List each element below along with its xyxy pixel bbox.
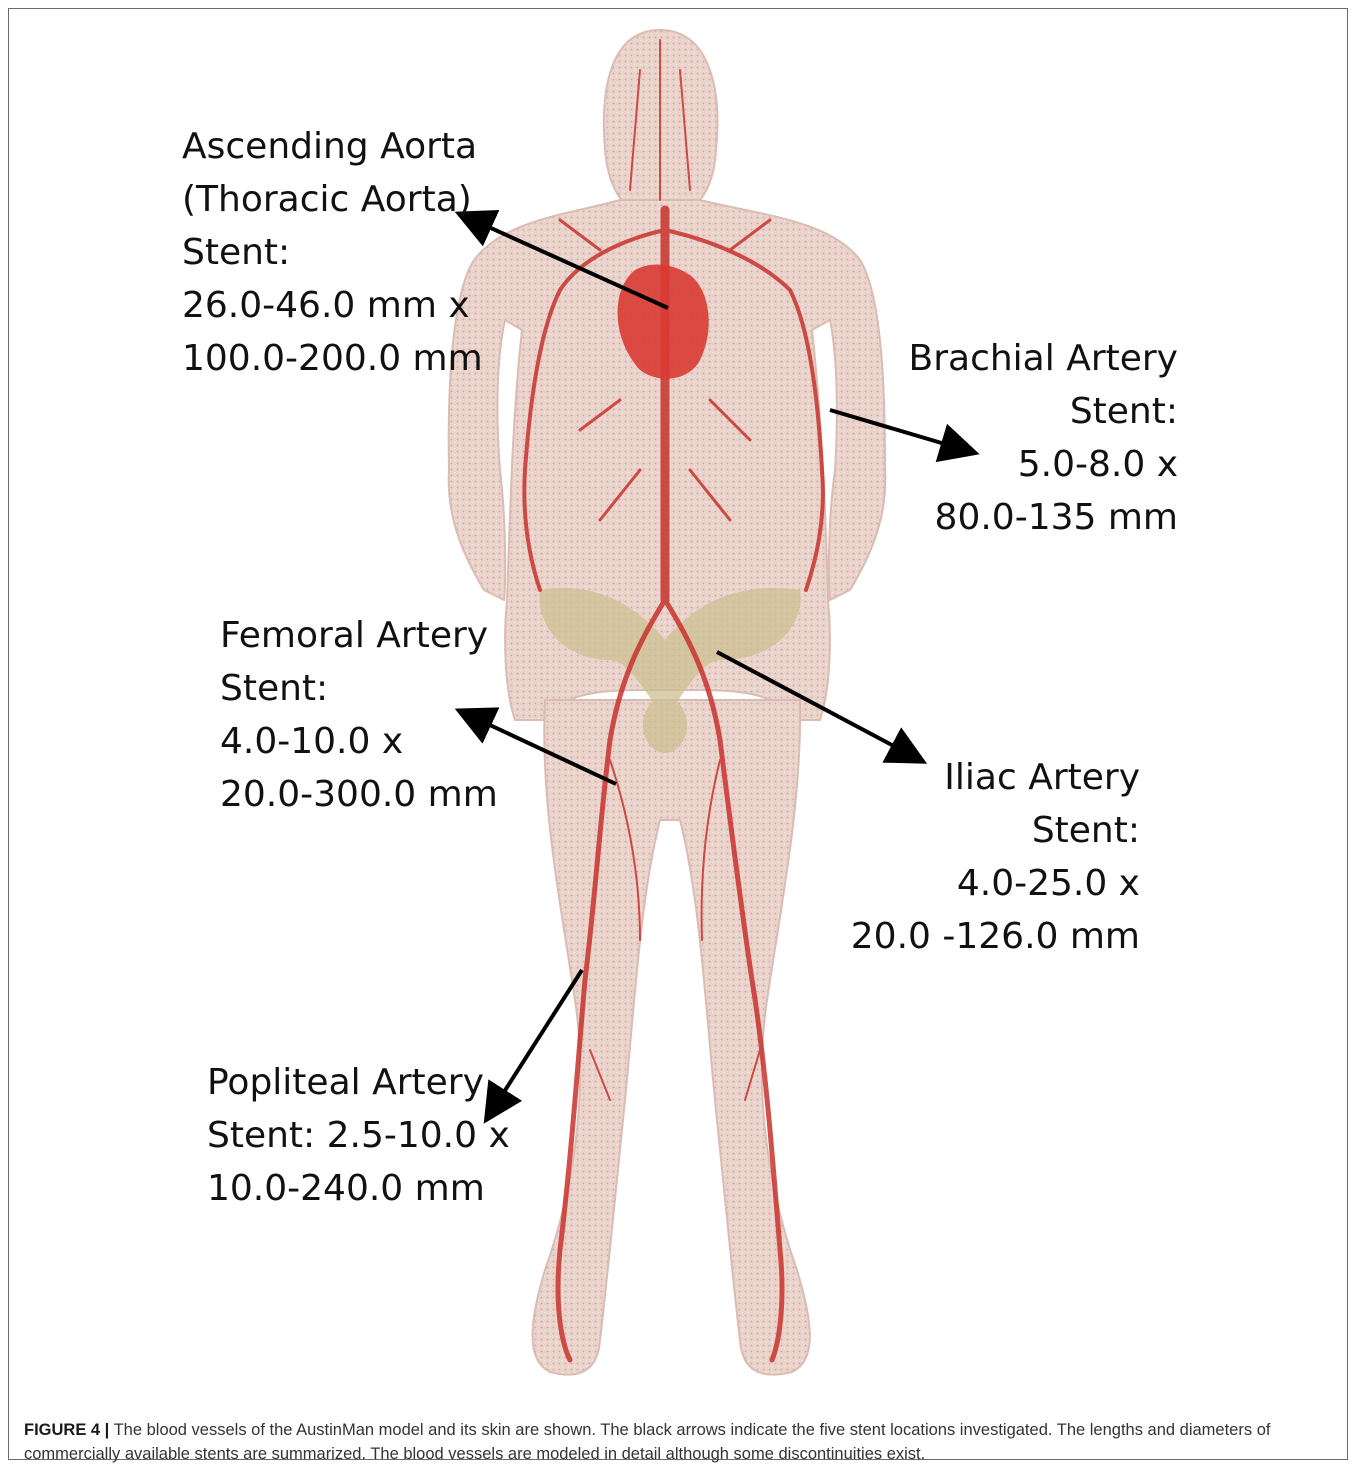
label-line: Brachial Artery — [909, 332, 1178, 385]
label-line: (Thoracic Aorta) — [182, 173, 483, 226]
label-line: Stent: — [182, 226, 483, 279]
label-line: 4.0-25.0 x — [851, 857, 1140, 910]
label-line: Stent: 2.5-10.0 x — [207, 1109, 510, 1162]
label-line: 100.0-200.0 mm — [182, 332, 483, 385]
caption-label: FIGURE 4 | — [24, 1421, 109, 1439]
label-line: 20.0 -126.0 mm — [851, 910, 1140, 963]
label-line: Popliteal Artery — [207, 1056, 510, 1109]
label-line: 20.0-300.0 mm — [220, 768, 498, 821]
label-line: 10.0-240.0 mm — [207, 1162, 510, 1215]
label-brachial-artery: Brachial Artery Stent: 5.0-8.0 x 80.0-13… — [909, 332, 1178, 544]
label-line: 4.0-10.0 x — [220, 715, 498, 768]
figure-caption: FIGURE 4 | The blood vessels of the Aust… — [24, 1418, 1334, 1466]
label-line: Stent: — [851, 804, 1140, 857]
caption-text: The blood vessels of the AustinMan model… — [24, 1421, 1270, 1463]
label-ascending-aorta: Ascending Aorta (Thoracic Aorta) Stent: … — [182, 120, 483, 385]
label-line: 5.0-8.0 x — [909, 438, 1178, 491]
label-line: Iliac Artery — [851, 751, 1140, 804]
label-line: 80.0-135 mm — [909, 491, 1178, 544]
label-femoral-artery: Femoral Artery Stent: 4.0-10.0 x 20.0-30… — [220, 609, 498, 821]
label-line: Ascending Aorta — [182, 120, 483, 173]
label-popliteal-artery: Popliteal Artery Stent: 2.5-10.0 x 10.0-… — [207, 1056, 510, 1215]
label-line: Stent: — [909, 385, 1178, 438]
label-line: Stent: — [220, 662, 498, 715]
label-line: Femoral Artery — [220, 609, 498, 662]
label-iliac-artery: Iliac Artery Stent: 4.0-25.0 x 20.0 -126… — [851, 751, 1140, 963]
label-line: 26.0-46.0 mm x — [182, 279, 483, 332]
